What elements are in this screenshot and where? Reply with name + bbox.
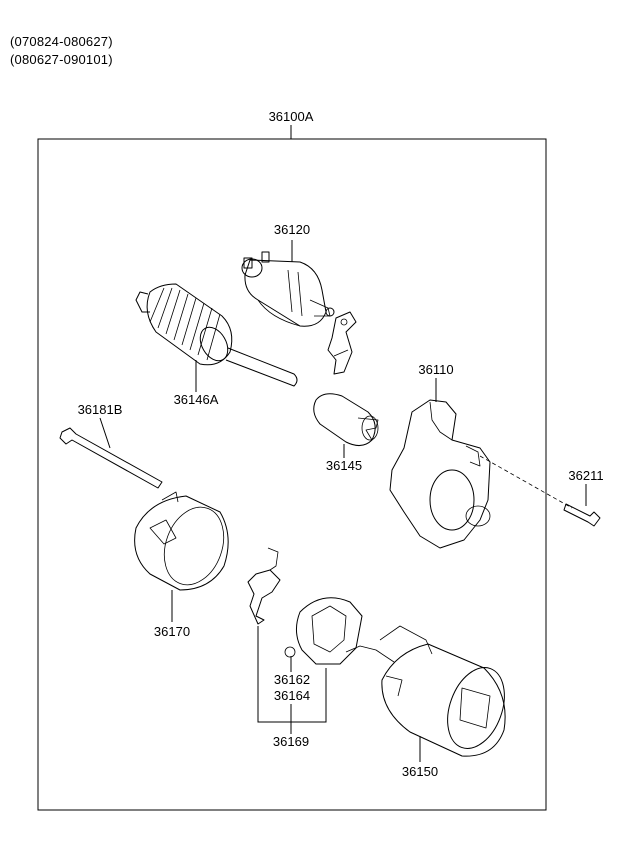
through-bolt-label[interactable]: 36181B — [78, 402, 123, 417]
date-range-2: (080627-090101) — [10, 52, 113, 67]
brush-a-label[interactable]: 36162 — [274, 672, 310, 687]
armature-part — [135, 283, 298, 387]
brush-set-bracket — [257, 626, 327, 723]
assembly-label[interactable]: 36100A — [269, 109, 314, 124]
assembly-frame — [37, 138, 547, 811]
armature-label[interactable]: 36146A — [174, 392, 219, 407]
shift-lever-part — [327, 311, 357, 375]
brush-holder-part — [296, 597, 363, 665]
pinion-part — [313, 393, 379, 446]
pinion-label[interactable]: 36145 — [326, 458, 362, 473]
through-bolt-leader — [99, 417, 111, 449]
yoke-cover-label[interactable]: 36170 — [154, 624, 190, 639]
housing-label[interactable]: 36110 — [418, 362, 453, 377]
through-bolt-part — [59, 427, 163, 489]
housing-part — [389, 399, 491, 549]
brush-spring-part — [247, 547, 296, 658]
brush-set-label[interactable]: 36169 — [273, 734, 309, 749]
solenoid-label[interactable]: 36120 — [274, 222, 310, 237]
bolt-centerline — [479, 455, 573, 509]
brush-b-label[interactable]: 36164 — [274, 688, 310, 703]
yoke-part — [345, 625, 506, 757]
date-range-1: (070824-080627) — [10, 34, 113, 49]
yoke-cover-part — [134, 491, 229, 591]
bolt-part — [563, 503, 601, 527]
bolt-label[interactable]: 36211 — [568, 468, 603, 483]
yoke-label[interactable]: 36150 — [402, 764, 438, 779]
solenoid-part — [241, 251, 335, 327]
